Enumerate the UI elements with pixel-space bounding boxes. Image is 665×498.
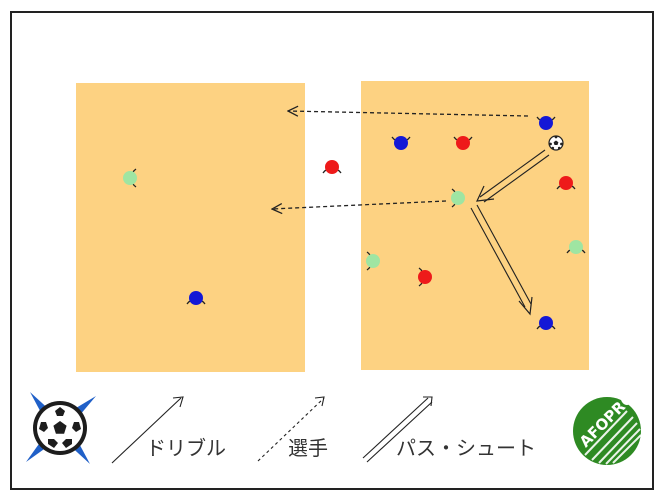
player-red: [453, 136, 473, 150]
players: [123, 116, 586, 330]
player-red: [418, 267, 432, 287]
run-arrow-upper: [288, 111, 529, 116]
diagram-frame: [10, 11, 654, 490]
legend-dribble: ドリブル: [111, 396, 226, 464]
legend-pass-shoot-label: パス・シュート: [396, 436, 536, 460]
pass-arrow-1: [476, 149, 550, 203]
player-blue: [536, 116, 556, 130]
legend-player: 選手: [257, 396, 328, 462]
player-red: [556, 176, 576, 190]
player-green: [566, 240, 586, 254]
legend-pass-shoot: パス・シュート: [362, 396, 536, 463]
soccer-ball-compass-icon: [26, 392, 96, 464]
right-zone: [361, 81, 589, 370]
player-green: [366, 251, 380, 271]
player-blue: [186, 291, 206, 305]
player-green: [451, 188, 465, 208]
left-zone: [76, 83, 305, 372]
legend-dribble-label: ドリブル: [146, 436, 226, 460]
legend: ドリブル 選手 パス・シュート: [111, 396, 536, 464]
run-arrow-lower: [272, 200, 447, 209]
player-blue: [536, 316, 556, 330]
ball-icon: [548, 135, 564, 151]
player-blue: [391, 136, 411, 150]
afopro-logo: AFOPRO: [573, 389, 642, 465]
pass-arrow-2: [470, 204, 533, 316]
player-green: [123, 168, 137, 188]
legend-player-label: 選手: [288, 436, 328, 460]
movement-arrows: [272, 111, 550, 316]
player-red: [322, 160, 342, 174]
